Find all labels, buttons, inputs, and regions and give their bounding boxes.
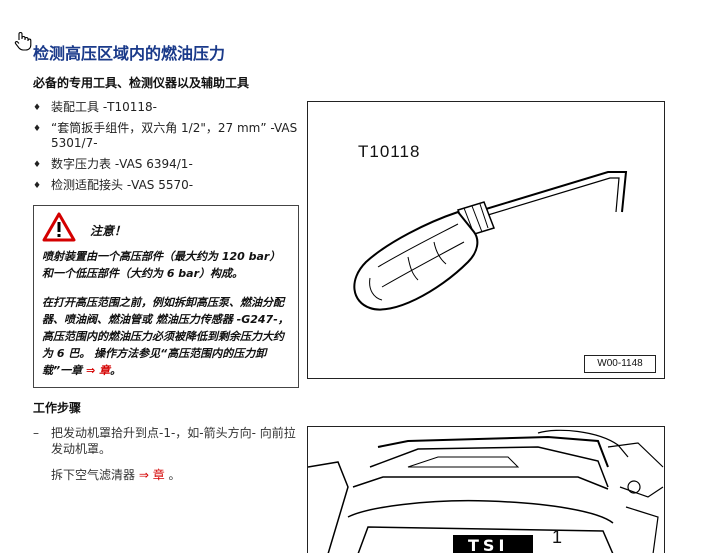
steps-heading: 工作步骤 xyxy=(33,401,82,415)
chapter-link[interactable]: ⇒ 章 xyxy=(138,468,165,482)
warning-box: 注意！ 喷射装置由一个高压部件（最大约为 120 bar）和一个低压部件（大约为… xyxy=(33,205,299,388)
figure-code: W00-1148 xyxy=(584,355,656,373)
list-item: ♦装配工具 -T10118- xyxy=(33,100,157,114)
step-item: – 把发动机罩拾升到点-1-，如-箭头方向- 向前拉发动机罩。 xyxy=(33,426,296,456)
tool-illustration xyxy=(353,171,628,311)
chapter-link[interactable]: ⇒ 章 xyxy=(85,364,110,377)
tool-label: T10118 xyxy=(358,142,421,161)
diamond-bullet-icon: ♦ xyxy=(33,103,42,113)
list-item: ♦数字压力表 -VAS 6394/1- xyxy=(33,157,193,171)
diamond-bullet-icon: ♦ xyxy=(33,160,42,170)
sub-step: 拆下空气滤清器 ⇒ 章 。 xyxy=(51,468,181,482)
tools-heading: 必备的专用工具、检测仪器以及辅助工具 xyxy=(33,76,250,90)
warning-title: 注意！ xyxy=(90,224,127,238)
list-item: ♦检测适配接头 -VAS 5570- xyxy=(33,178,194,192)
callout-number: 1 xyxy=(552,527,563,547)
warning-triangle-icon xyxy=(42,212,76,242)
list-item: ♦“套筒扳手组件，双六角 1/2"，27 mm” -VAS 5301/7- xyxy=(33,121,298,150)
diamond-bullet-icon: ♦ xyxy=(33,124,42,134)
hand-pointer-icon xyxy=(14,32,32,51)
tool-list: ♦装配工具 -T10118- ♦“套筒扳手组件，双六角 1/2"，27 mm” … xyxy=(33,100,303,199)
warning-text-1: 喷射装置由一个高压部件（最大约为 120 bar）和一个低压部件（大约为 6 b… xyxy=(42,250,281,280)
engine-badge: TSI xyxy=(468,536,509,553)
page-title: 检测高压区域内的燃油压力 xyxy=(33,44,226,63)
warning-text-2: 在打开高压范围之前，例如拆卸高压泵、燃油分配器、喷油阀、燃油管或 燃油压力传感器… xyxy=(42,296,289,377)
diamond-bullet-icon: ♦ xyxy=(33,181,42,191)
dash-bullet: – xyxy=(33,426,39,440)
engine-illustration xyxy=(308,429,664,553)
tool-figure: T10118 W00-1148 xyxy=(307,101,665,379)
engine-figure: TSI 1 xyxy=(307,426,665,553)
